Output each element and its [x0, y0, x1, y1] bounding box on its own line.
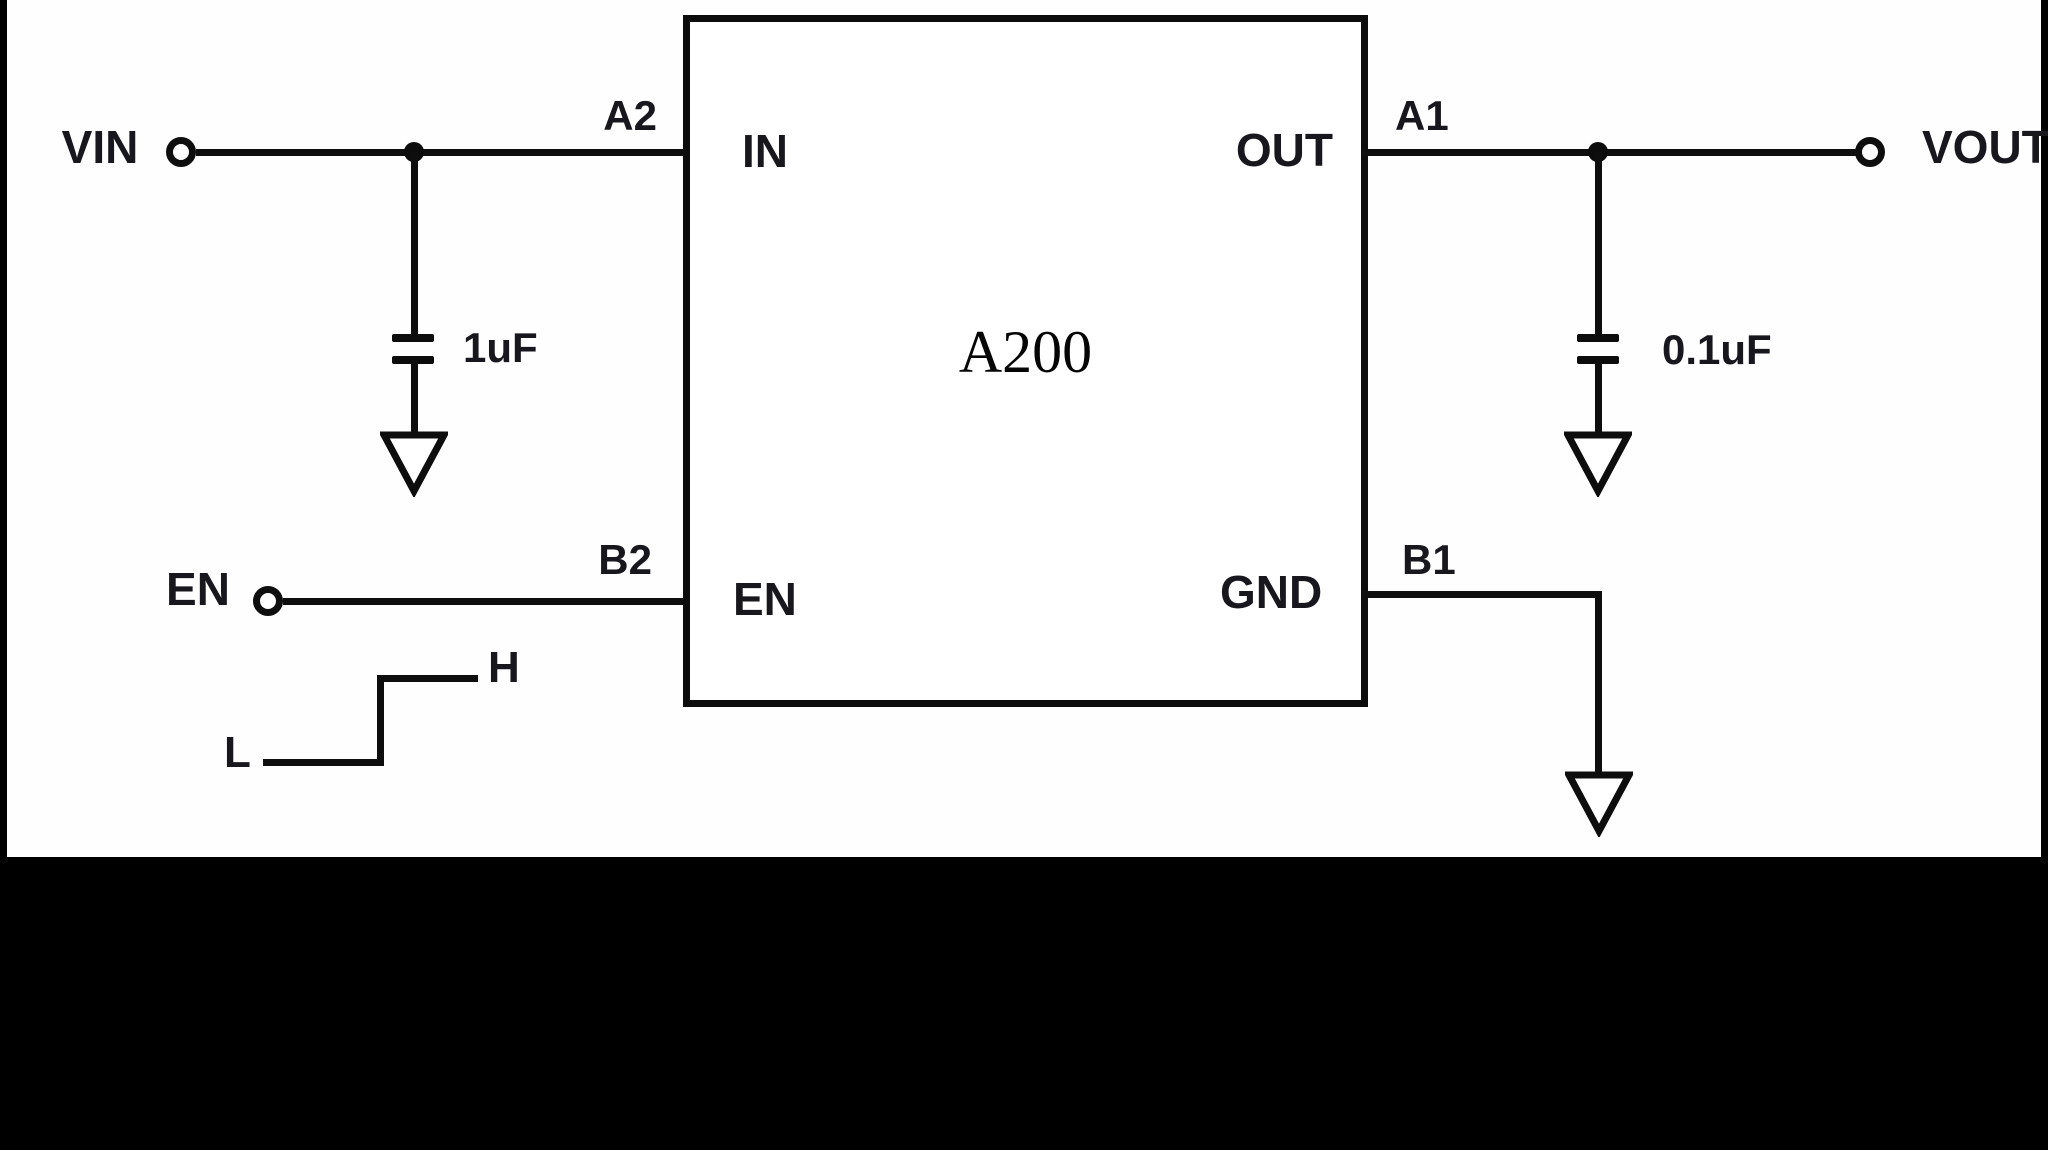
gnd-pin-ground-icon: [1565, 771, 1633, 837]
en-terminal-circle-icon: [253, 586, 283, 616]
output-capacitor-value-label: 0.1uF: [1662, 326, 1772, 373]
vin-terminal-circle-icon: [166, 137, 196, 167]
pin-number-a1-label: A1: [1395, 92, 1449, 139]
output-cap-wire-upper: [1595, 152, 1602, 338]
waveform-low-label: L: [224, 728, 251, 777]
ic-body: [683, 15, 1368, 707]
pin-name-gnd-label: GND: [1220, 566, 1323, 618]
chip-name-label: A200: [958, 319, 1093, 385]
output-cap-ground-icon: [1564, 431, 1632, 497]
output-cap-wire-lower: [1595, 360, 1602, 440]
vout-terminal-circle-icon: [1855, 137, 1885, 167]
vout-terminal-label: VOUT: [1922, 121, 2048, 173]
en-wire: [283, 598, 683, 605]
gnd-wire-vertical: [1595, 591, 1602, 779]
en-terminal-label: EN: [166, 563, 230, 615]
input-cap-wire-lower: [411, 360, 418, 440]
pin-name-en-label: EN: [733, 573, 797, 625]
output-capacitor-top-plate-icon: [1577, 334, 1619, 342]
waveform-rising-edge: [377, 675, 384, 766]
waveform-low-segment: [263, 759, 384, 766]
out-to-vout-wire: [1362, 149, 1856, 156]
pin-number-b1-label: B1: [1402, 536, 1456, 583]
waveform-high-segment: [377, 675, 478, 682]
input-cap-wire-upper: [411, 152, 418, 338]
gnd-wire-horizontal: [1362, 591, 1602, 598]
waveform-high-label: H: [488, 643, 520, 692]
input-capacitor-top-plate-icon: [392, 334, 434, 342]
input-cap-ground-icon: [380, 431, 448, 497]
pin-number-b2-label: B2: [598, 536, 652, 583]
vin-to-in-wire: [196, 149, 686, 156]
pin-name-out-label: OUT: [1235, 124, 1333, 176]
pin-name-in-label: IN: [742, 125, 788, 177]
vin-terminal-label: VIN: [61, 121, 139, 173]
input-capacitor-value-label: 1uF: [463, 324, 538, 371]
pin-number-a2-label: A2: [603, 92, 657, 139]
